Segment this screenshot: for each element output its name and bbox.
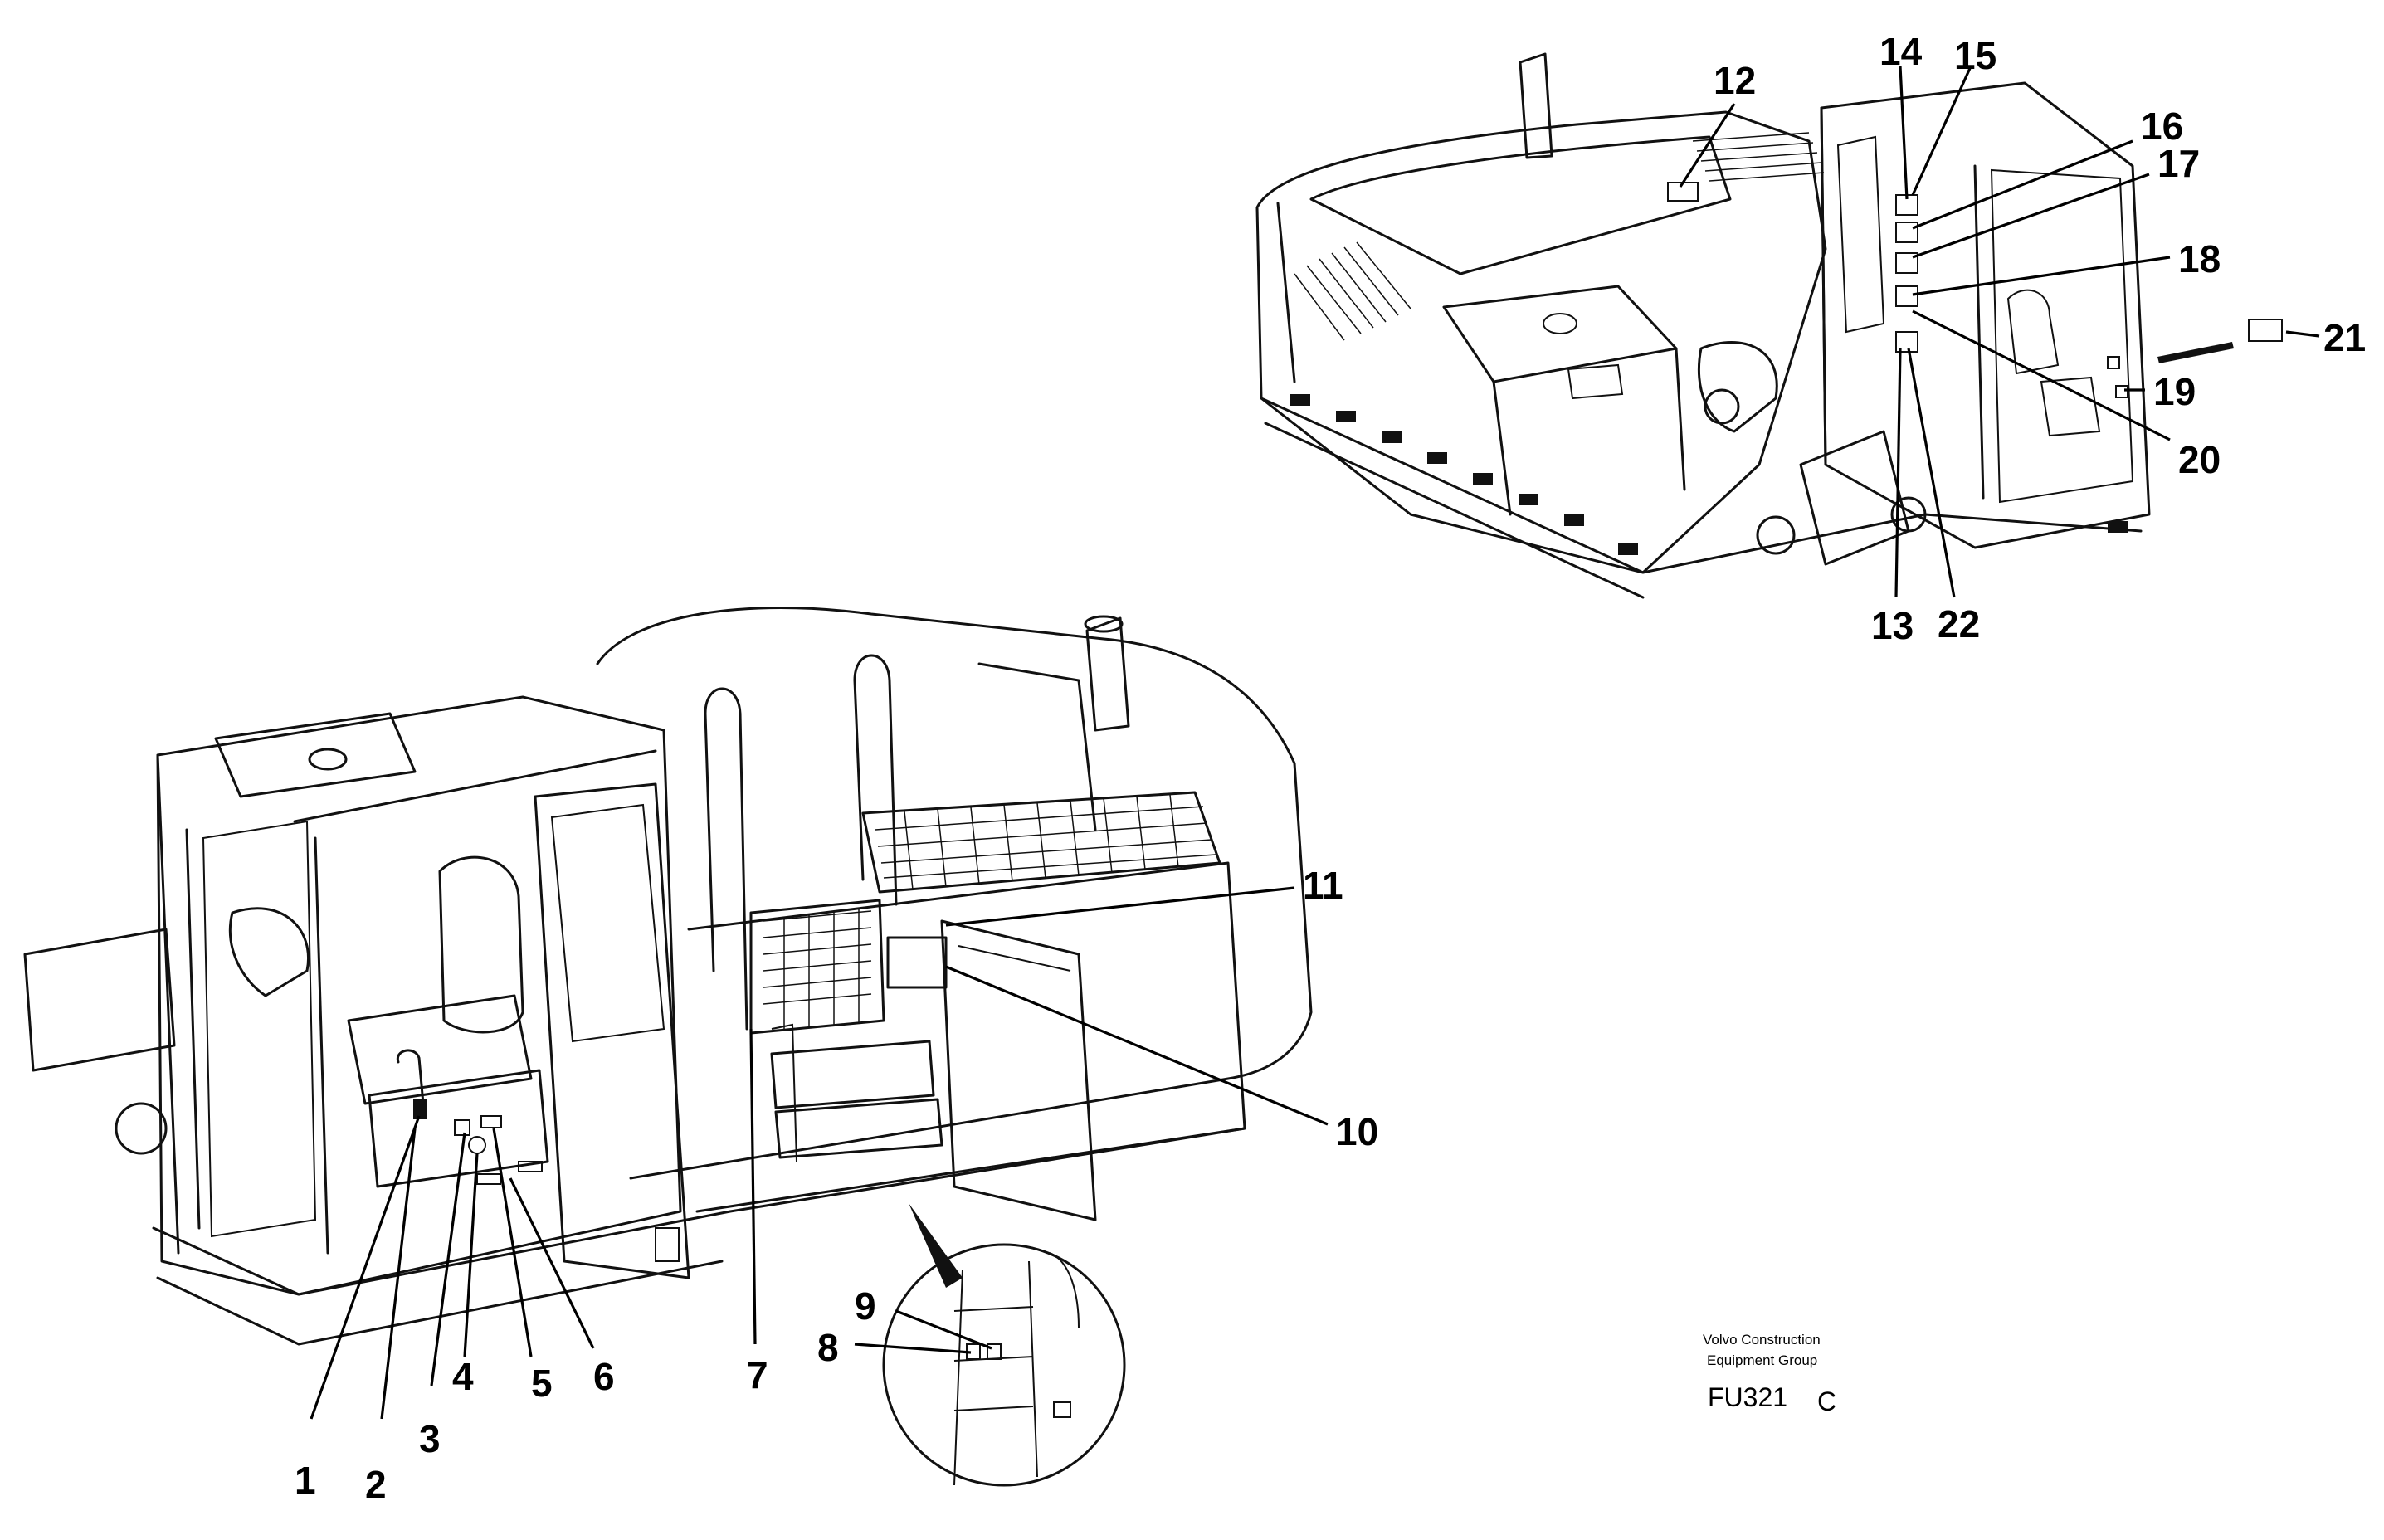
callout-17: 17 — [2157, 142, 2200, 185]
credit-block: Volvo Construction Equipment Group FU321… — [1703, 1332, 1836, 1416]
callout-15: 15 — [1954, 34, 1996, 77]
callout-13: 13 — [1871, 604, 1914, 647]
callout-19: 19 — [2153, 370, 2196, 413]
callout-4: 4 — [452, 1355, 474, 1398]
callout-21: 21 — [2323, 316, 2366, 359]
callout-8: 8 — [817, 1326, 839, 1369]
callout-6: 6 — [593, 1355, 615, 1398]
callout-14: 14 — [1879, 30, 1923, 73]
inset-detail-view — [882, 1203, 1126, 1487]
leader-lines — [310, 66, 2320, 1420]
callout-9: 9 — [855, 1284, 876, 1328]
callout-2: 2 — [365, 1463, 387, 1506]
callout-12: 12 — [1714, 59, 1756, 102]
credit-line-2: Equipment Group — [1707, 1352, 1817, 1368]
callout-3: 3 — [419, 1417, 441, 1460]
callout-7: 7 — [747, 1353, 768, 1396]
callout-5: 5 — [531, 1362, 553, 1405]
callout-labels: 1 2 3 4 5 6 7 8 9 10 11 12 13 14 15 16 1… — [295, 30, 2366, 1506]
drawing-code-suffix: C — [1817, 1386, 1836, 1416]
upper-structure-cab-view — [23, 607, 1313, 1346]
callout-16: 16 — [2141, 105, 2183, 148]
callout-10: 10 — [1336, 1110, 1378, 1153]
callout-22: 22 — [1938, 602, 1980, 646]
callout-11: 11 — [1303, 864, 1343, 907]
callout-18: 18 — [2178, 237, 2221, 280]
callout-20: 20 — [2178, 438, 2221, 481]
credit-line-1: Volvo Construction — [1703, 1332, 1821, 1348]
drawing-code: FU321 — [1708, 1382, 1787, 1412]
upper-structure-right-view — [1255, 52, 2283, 599]
callout-1: 1 — [295, 1459, 316, 1502]
